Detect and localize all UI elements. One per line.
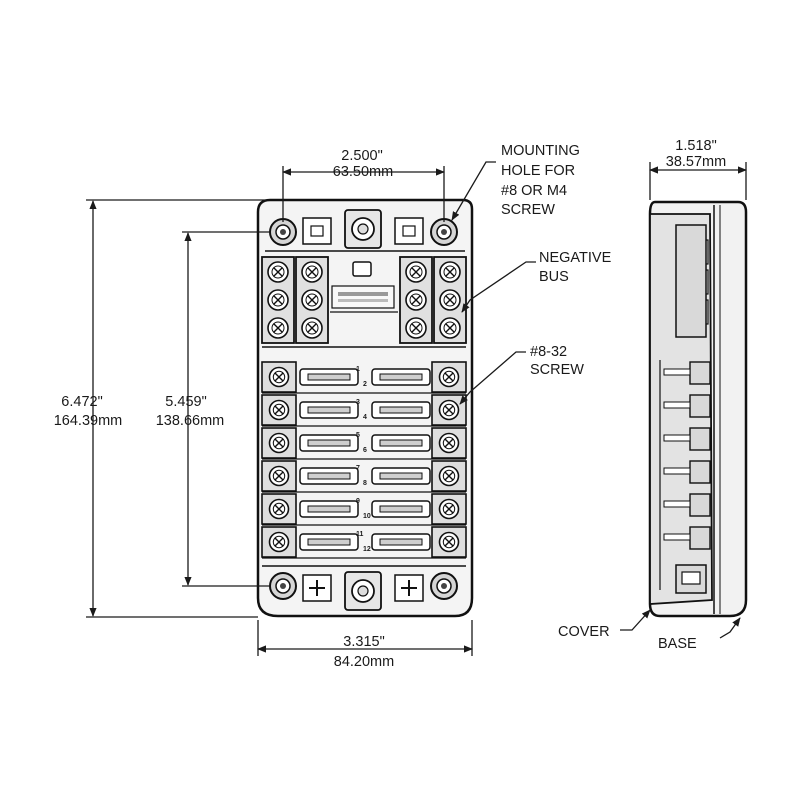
fuse-number: 8 xyxy=(363,480,367,487)
screw-icon xyxy=(268,366,290,388)
screw-icon xyxy=(301,261,323,283)
screw-icon xyxy=(268,465,290,487)
callout-cover: COVER xyxy=(558,624,610,640)
callout-screw-2: SCREW xyxy=(530,362,584,378)
callout-base: BASE xyxy=(658,636,697,652)
screw-icon xyxy=(405,261,427,283)
screw-icon xyxy=(267,261,289,283)
fuse-number: 1 xyxy=(356,366,360,373)
fuse-number: 9 xyxy=(356,498,360,505)
fuse-slot xyxy=(371,533,431,551)
side-terminal xyxy=(663,427,711,451)
screw-icon xyxy=(267,317,289,339)
fuse-number: 5 xyxy=(356,432,360,439)
screw-icon xyxy=(301,289,323,311)
fuse-slot xyxy=(299,434,359,452)
fuse-number: 4 xyxy=(363,414,367,421)
fuse-number: 7 xyxy=(356,465,360,472)
fuse-slot xyxy=(299,533,359,551)
fuse-number: 6 xyxy=(363,447,367,454)
side-terminal xyxy=(663,361,711,385)
screw-icon xyxy=(267,289,289,311)
callout-leaders xyxy=(451,161,741,639)
screw-icon xyxy=(268,498,290,520)
side-terminal xyxy=(663,493,711,517)
screw-icon xyxy=(405,317,427,339)
callout-mounting-hole-2: HOLE FOR xyxy=(501,163,575,179)
fuse-number: 12 xyxy=(363,546,371,553)
fuse-slot xyxy=(299,500,359,518)
dim-side-depth-in: 1.518" xyxy=(675,138,716,154)
screw-icon xyxy=(438,531,460,553)
fuse-row: 78 xyxy=(261,460,467,493)
dim-bottom-width-mm: 84.20mm xyxy=(334,654,394,670)
fuse-number: 2 xyxy=(363,381,367,388)
dim-bottom-width-in: 3.315" xyxy=(343,634,384,650)
fuse-row: 56 xyxy=(261,427,467,460)
callout-mounting-hole-4: SCREW xyxy=(501,202,555,218)
screw-icon xyxy=(438,465,460,487)
bottom-mounting-area xyxy=(262,565,466,611)
screw-icon xyxy=(438,498,460,520)
fuse-slot xyxy=(299,467,359,485)
screw-icon xyxy=(438,366,460,388)
side-terminal xyxy=(663,526,711,550)
screw-icon xyxy=(268,432,290,454)
dim-top-width-in: 2.500" xyxy=(341,148,382,164)
screw-icon xyxy=(438,432,460,454)
side-terminal xyxy=(663,394,711,418)
fuse-row: 11 12 xyxy=(261,526,467,559)
indicator-slot xyxy=(352,261,372,277)
fuse-row: 12 xyxy=(261,361,467,394)
dim-hole-spacing-in: 5.459" xyxy=(165,394,206,410)
logo-plate xyxy=(331,285,395,309)
screw-icon xyxy=(301,317,323,339)
side-view xyxy=(648,200,748,618)
fuse-row: 9 10 xyxy=(261,493,467,526)
side-terminal xyxy=(663,460,711,484)
dim-hole-spacing-mm: 138.66mm xyxy=(156,413,225,429)
dimension-lines xyxy=(86,162,747,656)
screw-icon xyxy=(439,289,461,311)
callout-negative-bus-2: BUS xyxy=(539,269,569,285)
dim-top-width-mm: 63.50mm xyxy=(333,164,393,180)
fuse-row: 34 xyxy=(261,394,467,427)
fuse-slot xyxy=(371,434,431,452)
fuse-slot xyxy=(371,500,431,518)
screw-icon xyxy=(439,317,461,339)
fuse-slot xyxy=(371,401,431,419)
screw-icon xyxy=(438,399,460,421)
fuse-slot xyxy=(299,401,359,419)
dim-side-depth-mm: 38.57mm xyxy=(666,154,726,170)
fuse-slot xyxy=(371,368,431,386)
screw-icon xyxy=(268,399,290,421)
screw-icon xyxy=(268,531,290,553)
dim-overall-height-in: 6.472" xyxy=(61,394,102,410)
screw-icon xyxy=(439,261,461,283)
minus-terminal-left xyxy=(302,217,332,245)
screw-icon xyxy=(405,289,427,311)
fuse-number: 3 xyxy=(356,399,360,406)
fuse-slot xyxy=(299,368,359,386)
dim-overall-height-mm: 164.39mm xyxy=(54,413,123,429)
fuse-slot xyxy=(371,467,431,485)
callout-negative-bus-1: NEGATIVE xyxy=(539,250,612,266)
fuse-number: 10 xyxy=(363,513,371,520)
callout-screw-1: #8-32 xyxy=(530,344,567,360)
bus-screws xyxy=(267,261,461,339)
fuse-number: 11 xyxy=(356,531,364,538)
minus-terminal-right xyxy=(394,217,424,245)
callout-mounting-hole-3: #8 OR M4 xyxy=(501,183,567,199)
callout-mounting-hole-1: MOUNTING xyxy=(501,143,580,159)
